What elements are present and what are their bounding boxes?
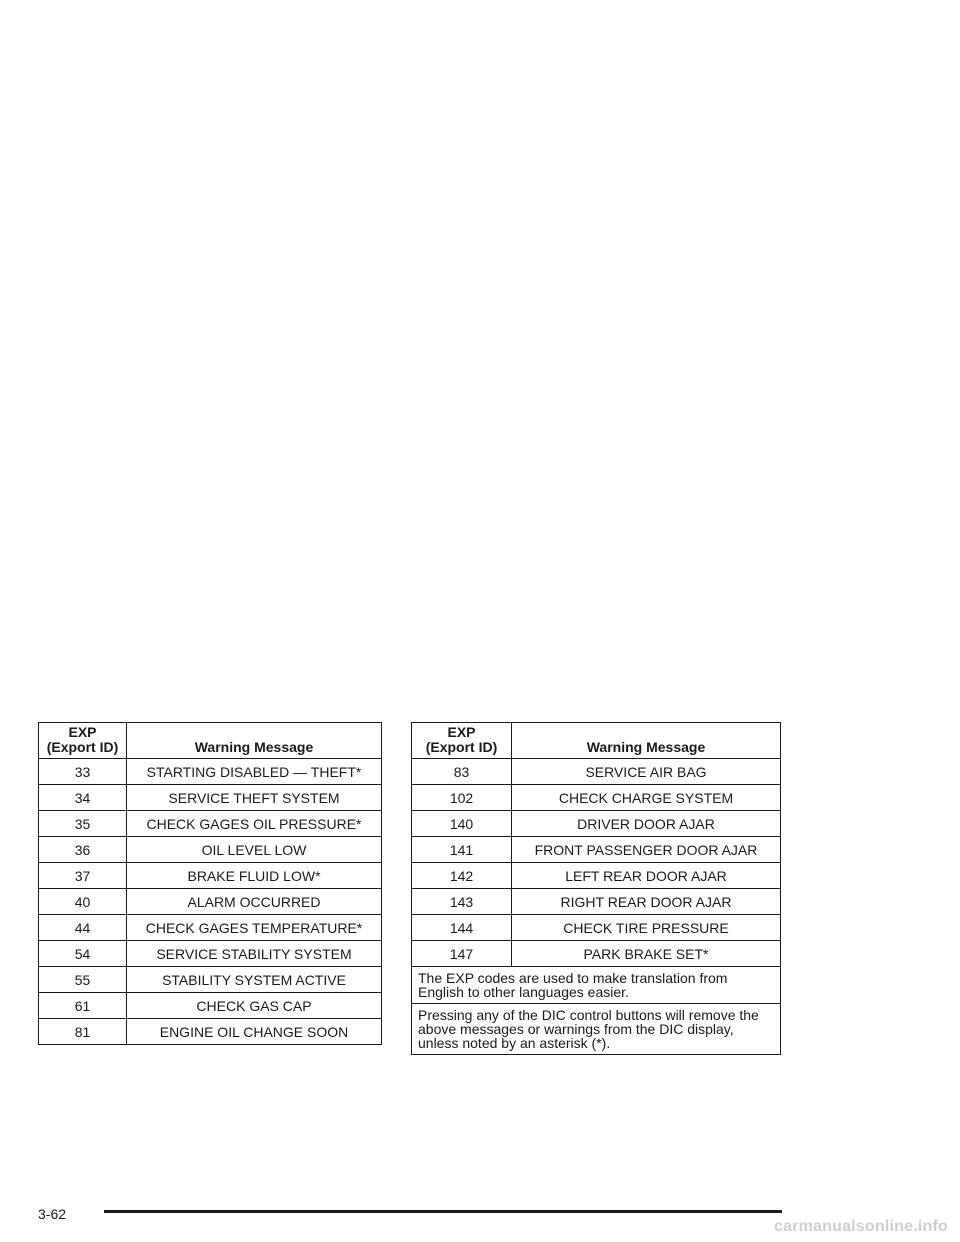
exp-header-line1: EXP [447,724,476,740]
table-note: The EXP codes are used to make translati… [411,966,781,1004]
warning-message-cell: PARK BRAKE SET* [511,940,781,967]
warning-message-column-header: Warning Message [511,722,781,759]
exp-code-cell: 81 [38,1018,127,1045]
exp-code-cell: 141 [411,836,512,863]
warning-message-cell: OIL LEVEL LOW [126,836,382,863]
exp-code-cell: 37 [38,862,127,889]
warning-message-cell: LEFT REAR DOOR AJAR [511,862,781,889]
warning-message-cell: ALARM OCCURRED [126,888,382,915]
exp-code-cell: 143 [411,888,512,915]
table-header-row: EXP (Export ID) Warning Message [411,722,781,759]
warning-message-cell: CHECK GAS CAP [126,992,382,1019]
exp-code-cell: 142 [411,862,512,889]
warning-message-cell: SERVICE STABILITY SYSTEM [126,940,382,967]
exp-code-cell: 140 [411,810,512,837]
warning-message-column-header: Warning Message [126,722,382,759]
exp-code-cell: 33 [38,758,127,785]
table-note-row: The EXP codes are used to make translati… [411,966,781,1004]
exp-code-cell: 147 [411,940,512,967]
exp-code-cell: 102 [411,784,512,811]
exp-code-cell: 44 [38,914,127,941]
warning-message-cell: FRONT PASSENGER DOOR AJAR [511,836,781,863]
table-note-row: Pressing any of the DIC control buttons … [411,1003,781,1055]
exp-code-cell: 144 [411,914,512,941]
site-watermark: carmanualsonline.info [773,1218,948,1235]
exp-code-cell: 34 [38,784,127,811]
warning-message-cell: CHECK CHARGE SYSTEM [511,784,781,811]
warning-message-cell: RIGHT REAR DOOR AJAR [511,888,781,915]
footer-rule [104,1210,782,1213]
exp-code-cell: 83 [411,758,512,785]
exp-header-line2: (Export ID) [46,739,119,755]
exp-code-cell: 55 [38,966,127,993]
page-number: 3-62 [38,1206,67,1222]
exp-code-cell: 36 [38,836,127,863]
warning-message-cell: DRIVER DOOR AJAR [511,810,781,837]
table-note: Pressing any of the DIC control buttons … [411,1003,781,1055]
warning-message-cell: CHECK GAGES TEMPERATURE* [126,914,382,941]
warning-message-cell: STABILITY SYSTEM ACTIVE [126,966,382,993]
warning-message-cell: SERVICE AIR BAG [511,758,781,785]
exp-code-cell: 35 [38,810,127,837]
warning-message-cell: STARTING DISABLED — THEFT* [126,758,382,785]
exp-column-header: EXP (Export ID) [38,722,127,759]
exp-column-header: EXP (Export ID) [411,722,512,759]
warning-message-cell: CHECK TIRE PRESSURE [511,914,781,941]
warning-message-cell: SERVICE THEFT SYSTEM [126,784,382,811]
exp-header-line1: EXP [68,724,97,740]
table-header-row: EXP (Export ID) Warning Message [38,722,382,759]
exp-header-line2: (Export ID) [425,739,498,755]
warning-message-cell: ENGINE OIL CHANGE SOON [126,1018,382,1045]
exp-code-cell: 61 [38,992,127,1019]
exp-code-cell: 54 [38,940,127,967]
warning-message-cell: CHECK GAGES OIL PRESSURE* [126,810,382,837]
warning-message-cell: BRAKE FLUID LOW* [126,862,382,889]
exp-code-cell: 40 [38,888,127,915]
